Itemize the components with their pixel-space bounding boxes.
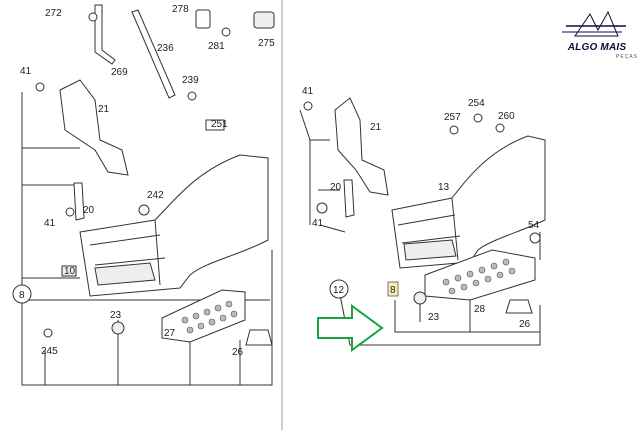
label-281: 281 xyxy=(208,41,225,52)
strut-20-right xyxy=(343,179,355,218)
label-242: 242 xyxy=(147,190,164,201)
left-branch-lines xyxy=(22,147,270,301)
left-frame-line xyxy=(21,92,273,386)
bracket-21 xyxy=(59,79,129,176)
right-assembly: 41 21 254 257 260 13 20 41 54 12 8 23 28… xyxy=(299,86,546,352)
housing-detail xyxy=(89,219,166,286)
bolt-242 xyxy=(138,204,150,216)
fender-13 xyxy=(391,135,546,269)
label-23-right: 23 xyxy=(428,312,440,323)
left-assembly: 272 278 281 275 269 236 41 21 239 251 24… xyxy=(12,4,275,386)
label-21-right: 21 xyxy=(370,122,382,133)
label-27: 27 xyxy=(164,328,176,339)
bolt-239 xyxy=(187,91,197,101)
right-left-lines xyxy=(299,109,346,233)
highlight-arrow xyxy=(317,304,384,352)
plate-28-studs xyxy=(442,258,516,295)
label-26-right: 26 xyxy=(519,319,531,330)
bracket-269 xyxy=(94,4,116,65)
label-8-right: 8 xyxy=(390,285,396,296)
label-257: 257 xyxy=(444,112,461,123)
bolt-41-right-top xyxy=(303,101,313,111)
clip-275 xyxy=(253,11,275,29)
bolt-257 xyxy=(449,125,459,135)
nut-245 xyxy=(43,328,53,338)
screw-272 xyxy=(88,12,98,22)
label-41-right-top: 41 xyxy=(302,86,314,97)
label-28: 28 xyxy=(474,304,486,315)
label-251: 251 xyxy=(211,119,228,130)
bolt-41-right-mid xyxy=(316,202,328,214)
callout-8-right xyxy=(387,281,399,297)
label-8-left: 8 xyxy=(19,290,25,301)
bolt-41-mid xyxy=(65,207,75,217)
label-13: 13 xyxy=(438,182,450,193)
label-20: 20 xyxy=(83,205,95,216)
brand-logo-mark xyxy=(562,10,626,37)
stud-54 xyxy=(529,232,541,244)
step-recess xyxy=(94,262,156,286)
tag-10 xyxy=(61,265,77,277)
fender-detail xyxy=(397,197,461,261)
label-26-left: 26 xyxy=(232,347,244,358)
label-272: 272 xyxy=(45,8,62,19)
label-278: 278 xyxy=(172,4,189,15)
step-plate-27 xyxy=(161,289,246,343)
step-housing-10 xyxy=(79,154,269,297)
label-236: 236 xyxy=(157,43,174,54)
label-54: 54 xyxy=(528,220,540,231)
bolt-281 xyxy=(221,27,231,37)
label-12: 12 xyxy=(333,285,345,296)
brand-logo: ALGO MAIS PEÇAS xyxy=(556,12,638,64)
screw-23-right xyxy=(413,291,427,322)
callout-12 xyxy=(329,279,349,299)
callout-8-left xyxy=(12,284,32,304)
label-41-mid: 41 xyxy=(44,218,56,229)
bracket-21-right xyxy=(334,97,389,196)
label-269: 269 xyxy=(111,67,128,78)
bolt-260 xyxy=(495,123,505,133)
label-254: 254 xyxy=(468,98,485,109)
left-drop-lines xyxy=(44,320,241,385)
label-245: 245 xyxy=(41,346,58,357)
bolt-254 xyxy=(473,113,483,123)
label-10: 10 xyxy=(64,266,76,277)
clip-278 xyxy=(195,9,211,29)
clip-26-left xyxy=(245,329,273,346)
brand-subtitle: PEÇAS xyxy=(616,54,638,60)
label-20-right: 20 xyxy=(330,182,342,193)
clip-26-right xyxy=(505,299,533,314)
bolt-41-top xyxy=(35,82,45,92)
rod-236 xyxy=(131,9,176,99)
label-239: 239 xyxy=(182,75,199,86)
strut-20 xyxy=(73,182,85,221)
screw-23-left xyxy=(111,321,125,352)
clip-251 xyxy=(205,119,225,131)
label-21: 21 xyxy=(98,104,110,115)
label-41-right-mid: 41 xyxy=(312,218,324,229)
brand-name: ALGO MAIS xyxy=(567,42,627,53)
step-recess-right xyxy=(403,239,457,261)
label-41-top: 41 xyxy=(20,66,32,77)
plate-27-studs xyxy=(181,300,238,334)
label-260: 260 xyxy=(498,111,515,122)
label-23-left: 23 xyxy=(110,310,122,321)
label-275: 275 xyxy=(258,38,275,49)
